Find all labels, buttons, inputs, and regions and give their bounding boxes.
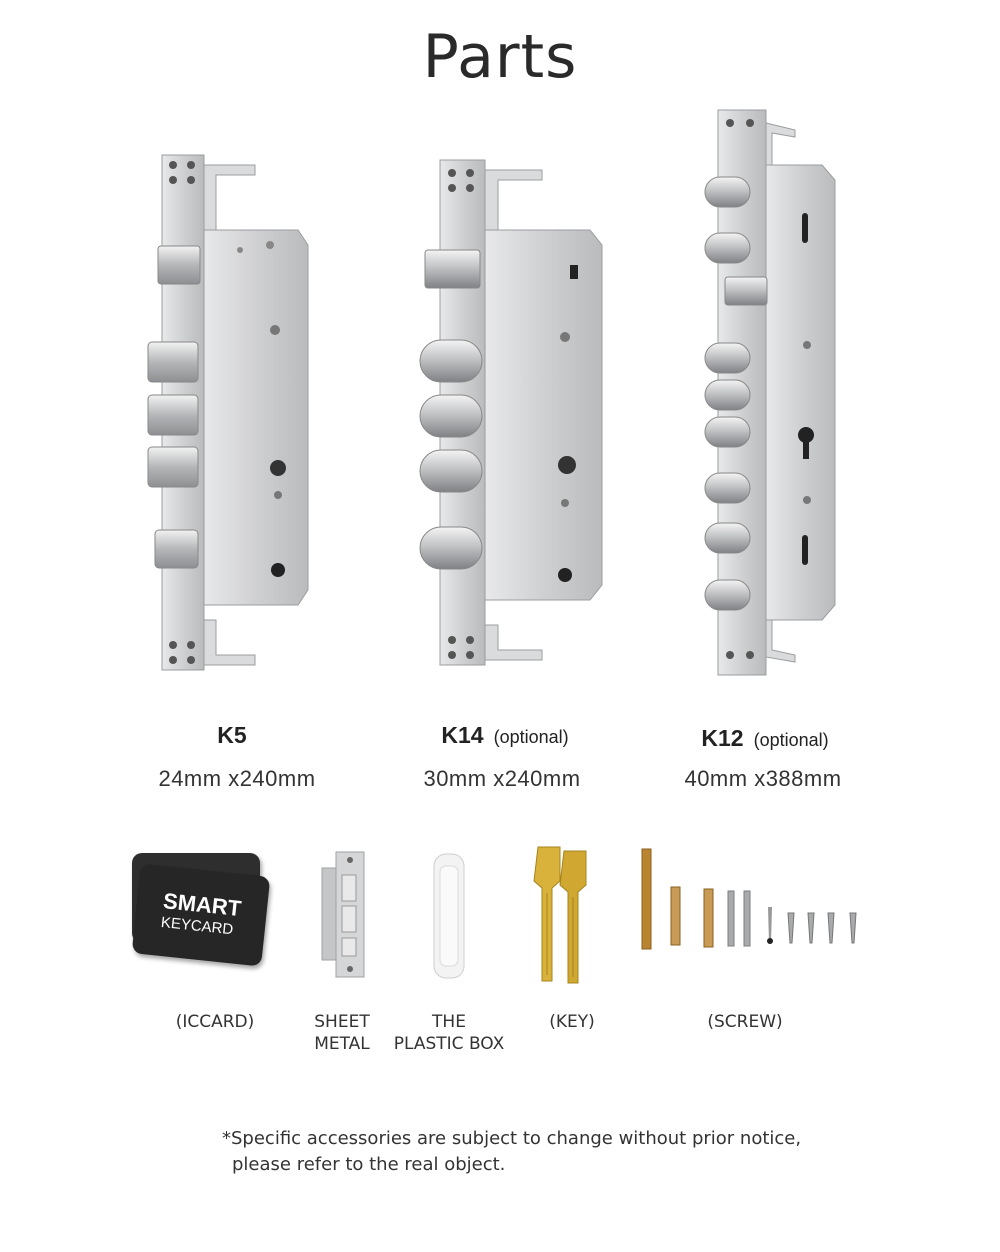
notice-line1: *Specific accessories are subject to cha… — [222, 1128, 802, 1149]
k5-model-name: K5 — [217, 722, 247, 748]
k14-dimensions: 30mm x240mm — [423, 766, 581, 791]
keycard-front: SMART KEYCARD — [131, 863, 271, 967]
screw-label: (SCREW) — [707, 1012, 783, 1032]
sheet-metal-label: SHEET METAL — [292, 1011, 392, 1055]
plastic-box-label-line1: THE — [432, 1012, 466, 1032]
k14-model-name: K14 — [441, 722, 484, 748]
sheet-metal-label-line1: SHEET — [314, 1012, 370, 1032]
notice-line2: please refer to the real object. — [232, 1154, 506, 1175]
plastic-box-label-line2: PLASTIC BOX — [393, 1034, 505, 1054]
plastic-box-image — [433, 853, 465, 979]
k14-optional-tag: (optional) — [493, 727, 569, 747]
plastic-box-label: THE PLASTIC BOX — [378, 1011, 520, 1055]
keys-image — [533, 846, 587, 984]
sheet-metal-image — [321, 851, 365, 978]
k14-lock-image — [419, 159, 603, 666]
iccard-label: (ICCARD) — [175, 1012, 255, 1032]
k5-model-label: K5 — [132, 722, 332, 749]
k14-model-label: K14 (optional) — [390, 722, 620, 749]
k5-dimensions: 24mm x240mm — [158, 766, 316, 791]
k12-model-name: K12 — [701, 725, 744, 751]
sheet-metal-label-line2: METAL — [314, 1034, 370, 1054]
k12-lock-image — [704, 109, 836, 676]
k12-model-label: K12 (optional) — [650, 725, 880, 752]
k5-lock-image — [147, 154, 309, 671]
disclaimer-notice: *Specific accessories are subject to cha… — [222, 1126, 801, 1178]
k12-dimensions: 40mm x388mm — [684, 766, 842, 791]
screws-image — [641, 848, 857, 950]
page-title: Parts — [422, 22, 578, 92]
k12-optional-tag: (optional) — [753, 730, 829, 750]
key-label: (KEY) — [549, 1012, 595, 1032]
